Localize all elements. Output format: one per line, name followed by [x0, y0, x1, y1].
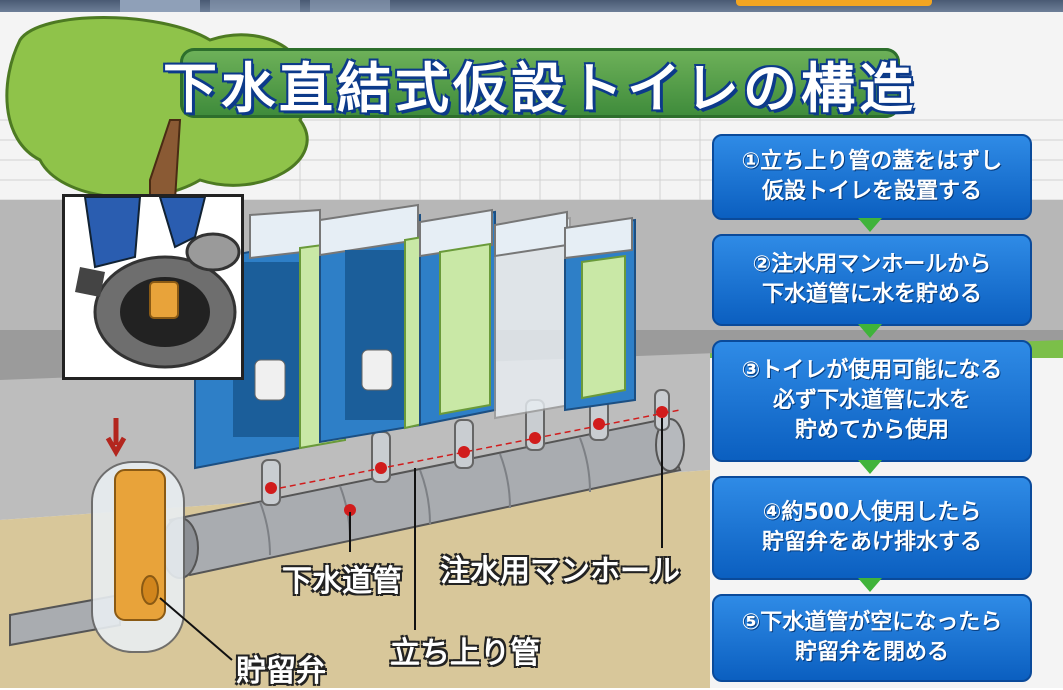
- page-title: 下水直結式仮設トイレの構造: [163, 56, 917, 120]
- top-bar-tab: [120, 0, 200, 12]
- step-3-line-1: ③トイレが使用可能になる: [741, 358, 1003, 383]
- step-1-line-1: ①立ち上り管の蓋をはずし: [741, 149, 1003, 174]
- step-3-line-2: 必ず下水道管に水を: [772, 388, 971, 413]
- water-manhole-label: 注水用マンホール: [440, 554, 680, 589]
- top-bar: [0, 0, 1063, 12]
- riser-pipes: [261, 389, 670, 506]
- riser-pipe-label: 立ち上り管: [390, 636, 540, 671]
- red-dash-line: [279, 409, 681, 489]
- step-2-line-1: ②注水用マンホールから: [752, 252, 992, 277]
- step-4-line-2: 貯留弁をあけ排水する: [761, 530, 982, 555]
- step-arrow: [858, 218, 882, 232]
- step-1-line-2: 仮設トイレを設置する: [761, 179, 982, 204]
- top-bar-tab: [310, 0, 390, 12]
- storage-valve-label: 貯留弁: [236, 654, 326, 689]
- title-banner: 下水直結式仮設トイレの構造: [163, 48, 913, 120]
- step-1: ①立ち上り管の蓋をはずし 仮設トイレを設置する: [712, 134, 1032, 220]
- manhole-closeup-inset: [62, 194, 244, 380]
- step-4: ④約500人使用したら 貯留弁をあけ排水する: [712, 476, 1032, 580]
- step-5-line-1: ⑤下水道管が空になったら: [741, 610, 1003, 635]
- step-5: ⑤下水道管が空になったら 貯留弁を閉める: [712, 594, 1032, 682]
- top-bar-tab: [210, 0, 300, 12]
- step-arrow: [858, 324, 882, 338]
- manhole-closeup-illustration: [75, 196, 241, 369]
- step-arrow: [858, 460, 882, 474]
- top-bar-highlight: [736, 0, 932, 6]
- step-2: ②注水用マンホールから 下水道管に水を貯める: [712, 234, 1032, 326]
- step-3-line-3: 貯めてから使用: [794, 418, 949, 443]
- step-2-line-2: 下水道管に水を貯める: [761, 282, 982, 307]
- storage-valve-disc: [141, 575, 159, 605]
- down-arrow-marker: [105, 418, 127, 458]
- label-leaders: [159, 418, 663, 661]
- sewer-pipe-label: 下水道管: [282, 564, 402, 599]
- step-4-line-1: ④約500人使用したら: [762, 500, 982, 525]
- step-3: ③トイレが使用可能になる 必ず下水道管に水を 貯めてから使用: [712, 340, 1032, 462]
- step-arrow: [858, 578, 882, 592]
- step-5-line-2: 貯留弁を閉める: [794, 640, 949, 665]
